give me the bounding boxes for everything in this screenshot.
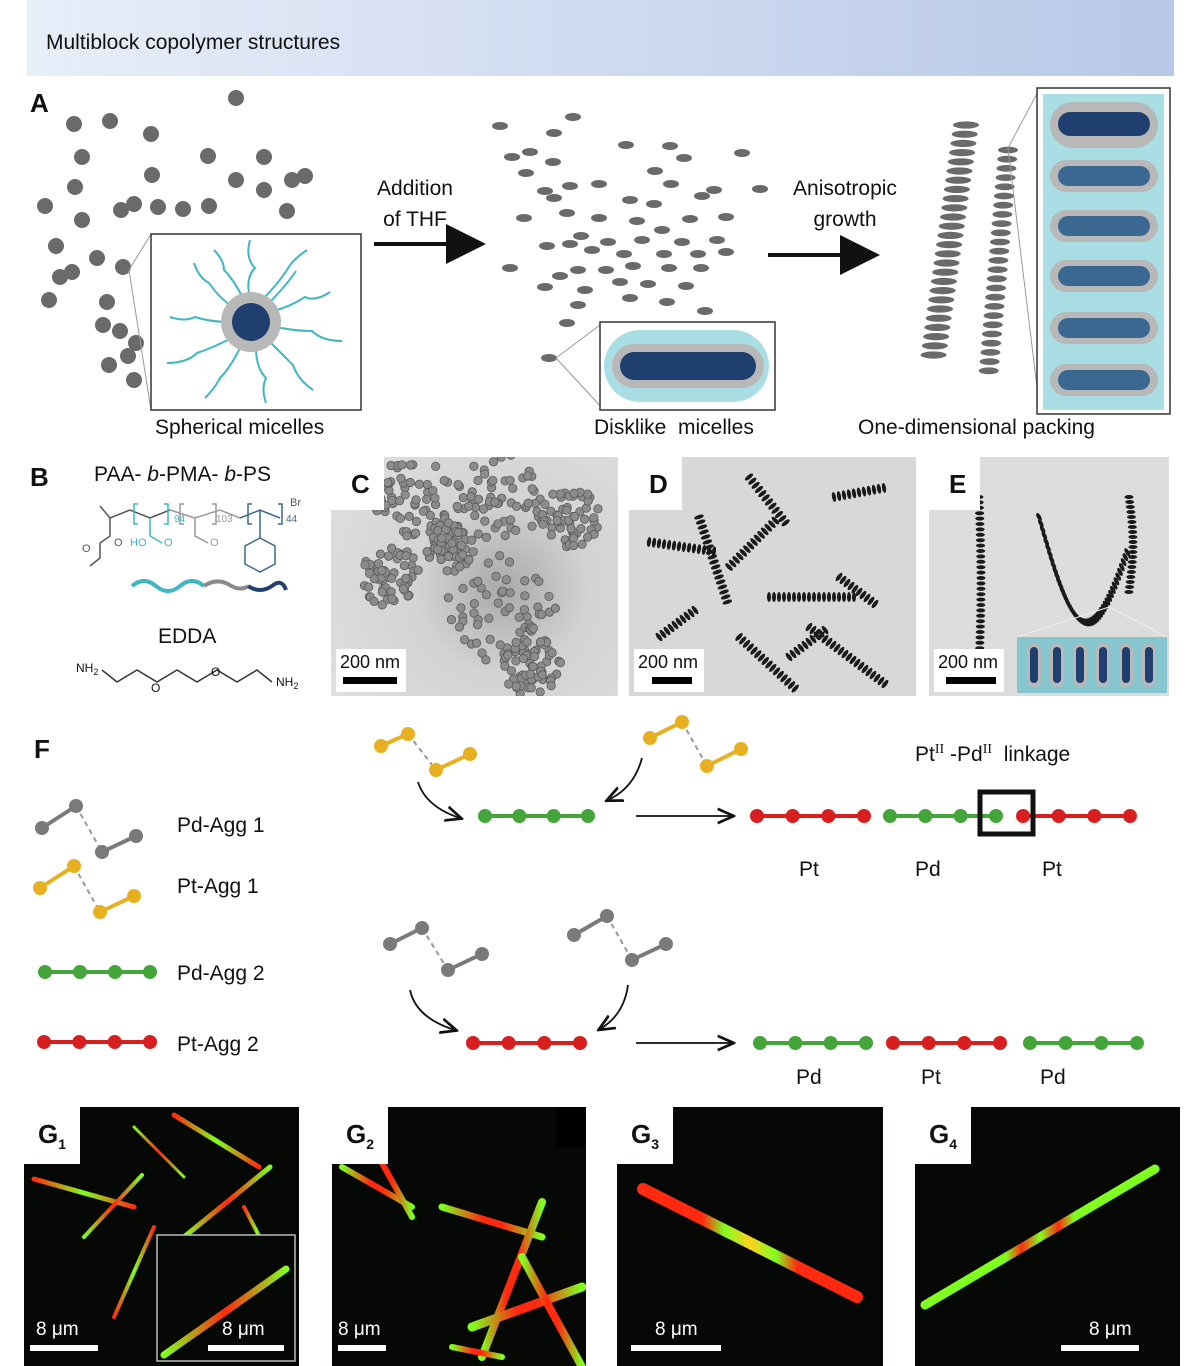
label-disklike-micelles: Disklike micelles bbox=[594, 416, 754, 439]
legend-label-3: Pt-Agg 2 bbox=[177, 1033, 259, 1056]
tem-e-chains bbox=[973, 495, 1168, 693]
tem-c-particles bbox=[359, 457, 603, 696]
scalebar-c: 200 nm bbox=[336, 649, 407, 692]
panel-label-g2: G2 bbox=[332, 1107, 389, 1165]
agg1-gold-right bbox=[643, 715, 748, 773]
polymer-name: PAA- b-PMA- b-PS bbox=[94, 463, 272, 486]
o-label-4: O bbox=[82, 543, 91, 555]
agg1-gray-right bbox=[567, 909, 673, 967]
tem-d-rods bbox=[646, 473, 889, 693]
edda-structure: NH2 O O NH2 bbox=[76, 661, 298, 692]
br-label: Br bbox=[290, 497, 301, 509]
bottom-seg-label-0: Pd bbox=[796, 1066, 822, 1089]
packing-inset bbox=[1036, 87, 1171, 415]
panel-a-diagram bbox=[37, 87, 1171, 415]
o-label-1: O bbox=[164, 537, 173, 549]
panel-label-g3: G3 bbox=[617, 1107, 674, 1165]
polymer-structure: 94 103 44 Br HO O O O O bbox=[82, 497, 301, 593]
top-seg-label-2: Pt bbox=[1042, 858, 1062, 881]
disklike-micelle-inset bbox=[599, 321, 776, 411]
page-title: Multiblock copolymer structures bbox=[46, 31, 341, 54]
svg-text:O: O bbox=[211, 665, 220, 679]
panel-label-g4: G4 bbox=[915, 1107, 972, 1165]
g3-rod bbox=[637, 1183, 863, 1303]
top-seg-label-0: Pt bbox=[799, 858, 819, 881]
o-label-2: O bbox=[210, 537, 219, 549]
step1-label-line2: of THF bbox=[383, 208, 447, 231]
ho-label: HO bbox=[130, 537, 147, 549]
edda-label: EDDA bbox=[158, 625, 217, 648]
fluorescence-panel-g2: G2 8 μm bbox=[332, 1107, 586, 1366]
tem-panel-d: D 200 nm bbox=[629, 457, 916, 696]
scalebar-g2: 8 μm bbox=[338, 1319, 386, 1351]
header-banner: Multiblock copolymer structures bbox=[27, 0, 1174, 76]
scalebar-g1: 8 μm bbox=[30, 1319, 98, 1351]
step2-label-line1: Anisotropic bbox=[793, 177, 897, 200]
panel-label-a: A bbox=[30, 88, 49, 118]
sub-103: 103 bbox=[216, 514, 233, 525]
o-label-3: O bbox=[114, 537, 123, 549]
svg-text:NH2: NH2 bbox=[76, 661, 98, 677]
fluorescence-panel-g3: G3 8 μm bbox=[617, 1107, 883, 1366]
legend-label-2: Pd-Agg 2 bbox=[177, 962, 265, 985]
scalebar-d: 200 nm bbox=[634, 649, 705, 692]
panel-label-c: C bbox=[331, 457, 384, 510]
linkage-label: PtII -PdII linkage bbox=[915, 742, 1071, 766]
scalebar-g4: 8 μm bbox=[1061, 1319, 1139, 1351]
step1-label-line1: Addition bbox=[377, 177, 453, 200]
panel-label-d: D bbox=[629, 457, 682, 510]
scalebar-g3: 8 μm bbox=[631, 1319, 721, 1351]
panel-label-g1: G1 bbox=[24, 1107, 81, 1165]
tem-panel-e: E 200 nm bbox=[929, 457, 1169, 696]
bottom-seg-label-2: Pd bbox=[1040, 1066, 1066, 1089]
top-seed-green bbox=[478, 809, 595, 823]
sub-44: 44 bbox=[286, 514, 298, 525]
legend-label-0: Pd-Agg 1 bbox=[177, 814, 265, 837]
panel-label-b: B bbox=[30, 462, 49, 492]
disklike-micelle-ellipses bbox=[492, 113, 768, 362]
scalebar-g1-inset: 8 μm bbox=[208, 1319, 284, 1351]
bottom-seg-label-1: Pt bbox=[921, 1066, 941, 1089]
spherical-micelle-dots bbox=[37, 90, 313, 388]
panel-label-e: E bbox=[929, 457, 981, 510]
legend-label-1: Pt-Agg 1 bbox=[177, 875, 259, 898]
scalebar-e: 200 nm bbox=[934, 649, 1005, 692]
agg1-gold-left bbox=[374, 727, 477, 777]
tem-panel-c: C 200 nm bbox=[331, 457, 618, 696]
linkage-box bbox=[977, 789, 1036, 837]
step2-label-line2: growth bbox=[813, 208, 877, 231]
fluorescence-panel-g4: G4 8 μm bbox=[915, 1107, 1180, 1366]
panel-label-f: F bbox=[34, 734, 50, 764]
g1-rods bbox=[31, 1112, 296, 1362]
label-spherical-micelles: Spherical micelles bbox=[155, 416, 325, 439]
agg1-gray-left bbox=[383, 921, 489, 977]
top-seg-label-1: Pd bbox=[915, 858, 941, 881]
svg-text:O: O bbox=[151, 681, 160, 692]
sub-94: 94 bbox=[174, 514, 186, 525]
svg-text:NH2: NH2 bbox=[276, 675, 298, 691]
spherical-micelle-inset bbox=[150, 233, 362, 411]
label-one-dimensional-packing: One-dimensional packing bbox=[858, 416, 1095, 439]
packing-stacks bbox=[920, 121, 1018, 375]
panel-f-diagram bbox=[33, 715, 1144, 1100]
fluorescence-panel-g1: G1 8 μm 8 μm bbox=[24, 1107, 299, 1366]
g4-rod bbox=[920, 1164, 1160, 1310]
